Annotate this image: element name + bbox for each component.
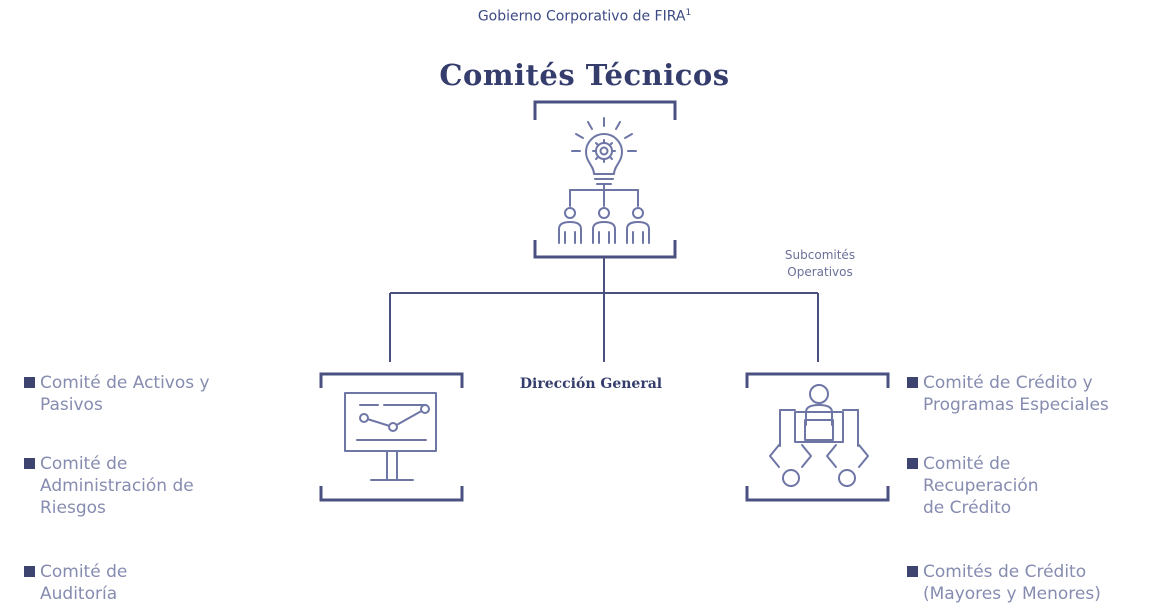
- list-item-creditos-mayores-menores: Comités de Crédito (Mayores y Menores): [907, 561, 1101, 605]
- list-item-label: Comité de Recuperación de Crédito: [923, 454, 1039, 518]
- right-frame: [745, 372, 890, 502]
- list-item-label: Comité de Activos y Pasivos: [40, 373, 210, 415]
- list-item-auditoria: Comité de Auditoría: [24, 561, 127, 605]
- list-item-label: Comité de Crédito y Programas Especiales: [923, 373, 1109, 415]
- lightbulb-gear-team-icon: [558, 117, 650, 244]
- caption-footnote: 1: [685, 8, 692, 18]
- main-title: Comités Técnicos: [439, 58, 730, 92]
- connector-lines: [389, 257, 819, 362]
- bullet-icon: [907, 566, 918, 577]
- list-item-activos-pasivos: Comité de Activos y Pasivos: [24, 372, 210, 416]
- list-item-administracion-riesgos: Comité de Administración de Riesgos: [24, 453, 194, 519]
- list-item-label: Comité de Auditoría: [40, 562, 128, 604]
- bullet-icon: [24, 458, 35, 469]
- bullet-icon: [24, 566, 35, 577]
- meeting-table-icon: [769, 384, 869, 487]
- list-item-label: Comités de Crédito (Mayores y Menores): [923, 562, 1101, 604]
- monitor-chart-icon: [344, 392, 437, 481]
- list-item-label: Comité de Administración de Riesgos: [40, 454, 194, 518]
- bullet-icon: [907, 458, 918, 469]
- diagram-caption: Gobierno Corporativo de FIRA1: [0, 8, 1169, 25]
- left-frame: [319, 372, 464, 502]
- list-item-credito-programas: Comité de Crédito y Programas Especiales: [907, 372, 1109, 416]
- caption-text: Gobierno Corporativo de FIRA: [477, 8, 686, 25]
- direccion-general-label: Dirección General: [519, 376, 663, 392]
- list-item-recuperacion-credito: Comité de Recuperación de Crédito: [907, 453, 1039, 519]
- subcomites-label: Subcomités Operativos: [784, 248, 856, 279]
- bullet-icon: [907, 377, 918, 388]
- bullet-icon: [24, 377, 35, 388]
